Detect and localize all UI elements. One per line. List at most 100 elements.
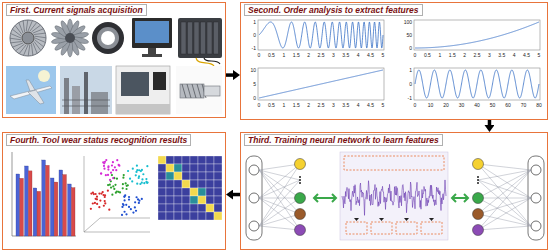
scatter-point xyxy=(137,198,139,200)
blisk-blade xyxy=(13,43,24,47)
scatter-point xyxy=(142,173,144,175)
confusion-cell xyxy=(182,172,190,180)
sun xyxy=(38,70,50,82)
confusion-cell xyxy=(166,196,174,204)
scatter-point xyxy=(136,183,138,185)
scatter-point xyxy=(128,206,130,208)
neuron xyxy=(249,165,259,175)
network-link xyxy=(259,198,300,214)
plot-frame xyxy=(258,20,384,50)
sample-window xyxy=(346,222,367,234)
confusion-cell xyxy=(174,212,182,220)
confusion-cell xyxy=(214,188,222,196)
tick-label: 4 xyxy=(513,52,516,58)
scatter-point xyxy=(118,164,120,166)
daq-slot xyxy=(201,22,206,54)
blisk-blade xyxy=(11,34,21,38)
scatter-point xyxy=(143,182,145,184)
end-mill-flutes xyxy=(180,84,204,98)
confusion-cell xyxy=(182,196,190,204)
scatter-point xyxy=(145,178,147,180)
confusion-cell xyxy=(182,204,190,212)
scatter-point xyxy=(131,180,133,182)
blisk-blade xyxy=(11,42,22,43)
confusion-cell xyxy=(198,164,206,172)
tick-label: 0 xyxy=(253,95,256,101)
scatter-point xyxy=(132,168,134,170)
confusion-cell xyxy=(198,180,206,188)
blisk-blade xyxy=(35,38,45,42)
scatter-point xyxy=(122,203,124,205)
neuron xyxy=(473,209,484,220)
blisk-blade xyxy=(23,21,24,32)
tick-label: 0 xyxy=(258,52,261,58)
tick-label: 1.5 xyxy=(293,102,300,108)
network-link xyxy=(259,170,300,180)
daq-slot xyxy=(214,22,219,54)
tick-label: 1 xyxy=(438,52,441,58)
bar-experiment xyxy=(16,174,20,236)
scatter-point xyxy=(128,198,130,200)
confusion-cell xyxy=(190,164,198,172)
ellipsis-dot xyxy=(299,179,301,181)
network-link xyxy=(478,214,531,226)
scatter-point xyxy=(129,178,131,180)
confusion-cell xyxy=(174,180,182,188)
confusion-cell xyxy=(174,188,182,196)
tick-label: 4.5 xyxy=(523,52,530,58)
end-mill-flute xyxy=(192,84,196,98)
end-mill-flute xyxy=(187,84,191,98)
sample-pointer xyxy=(404,218,409,221)
network-link xyxy=(259,226,300,230)
scatter-point xyxy=(103,168,105,170)
scatter-point xyxy=(114,184,116,186)
bar-prediction xyxy=(28,171,32,236)
tick-label: 1 xyxy=(253,19,256,25)
neuron xyxy=(249,221,259,231)
scatter-point xyxy=(90,208,92,210)
scatter-point xyxy=(107,168,109,170)
sample-pointer xyxy=(429,218,434,221)
confusion-cell xyxy=(166,172,174,180)
neuron xyxy=(473,159,484,170)
blisk-blade xyxy=(26,20,28,31)
scatter-point xyxy=(132,211,134,213)
scatter-point xyxy=(123,174,125,176)
scatter-point xyxy=(109,179,111,181)
monitor-base xyxy=(142,54,162,57)
confusion-cell xyxy=(198,188,206,196)
tick-label: 0 xyxy=(253,32,256,38)
end-mill-shank xyxy=(204,86,220,96)
tick-label: -1 xyxy=(408,95,412,101)
tick-label: 2 xyxy=(307,52,310,58)
plot-frame xyxy=(258,68,384,100)
scatter-point xyxy=(138,177,140,179)
scatter-point xyxy=(123,199,125,201)
tick-label: 4.5 xyxy=(367,102,374,108)
bar-axes xyxy=(12,152,76,236)
ellipsis-dot xyxy=(477,179,479,181)
order-analysis-plots xyxy=(258,20,540,100)
neuron xyxy=(295,225,306,236)
tick-label: 2.5 xyxy=(474,52,481,58)
network-illustration xyxy=(246,152,544,240)
monitor-stand xyxy=(148,48,156,54)
network-link xyxy=(259,214,300,226)
scatter-point xyxy=(118,165,120,167)
confusion-cell xyxy=(206,156,214,164)
scatter-point xyxy=(107,190,109,192)
confusion-cell xyxy=(206,204,214,212)
tick-label: 1 xyxy=(282,102,285,108)
scatter-point xyxy=(103,165,105,167)
scatter-point xyxy=(122,187,124,189)
confusion-cell xyxy=(166,164,174,172)
scatter-point xyxy=(109,184,111,186)
confusion-cell xyxy=(206,196,214,204)
tick-label: 40 xyxy=(474,102,480,108)
scatter-point xyxy=(90,192,92,194)
neuron xyxy=(473,193,484,204)
panel-heading: Fourth. Tool wear status recognition res… xyxy=(6,134,191,146)
bearing-outer xyxy=(92,22,124,54)
